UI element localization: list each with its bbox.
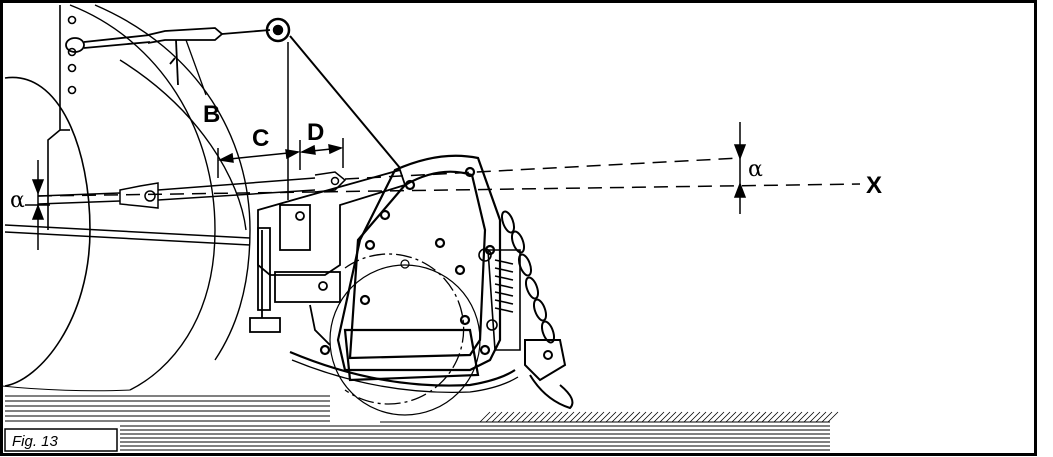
label-alpha-right: α: [748, 157, 763, 182]
caption-box: [4, 428, 118, 452]
tractor-wheel: [1, 4, 251, 392]
reference-line: [37, 183, 861, 197]
label-x: X: [866, 172, 882, 199]
chain: [500, 210, 556, 344]
tractor-body: [47, 5, 77, 230]
label-d: D: [307, 119, 324, 146]
alpha-right-dimension: [733, 122, 747, 214]
lower-link: [4, 171, 347, 246]
rotary-tiller-hood: [319, 154, 502, 382]
top-link: [65, 27, 271, 86]
ground-lines: [5, 395, 830, 451]
depth-lever: [524, 339, 574, 410]
spring-assembly: [478, 248, 521, 351]
dimension-c-d: [217, 138, 344, 178]
alpha-left-dimension: [25, 160, 50, 250]
inclined-line: [344, 157, 741, 180]
figure-caption: Fig. 13: [12, 433, 59, 450]
headstock: [249, 168, 407, 346]
pulley: [265, 17, 291, 43]
soil-hatching: [479, 411, 839, 423]
hitch-hole: [67, 85, 77, 95]
rear-skid: [289, 350, 516, 387]
hitch-hole: [67, 63, 77, 73]
label-c: C: [252, 125, 269, 152]
hitch-hole: [67, 15, 77, 25]
label-b: B: [203, 101, 220, 128]
label-alpha-left: α: [10, 188, 25, 213]
leader-b: [185, 39, 207, 96]
